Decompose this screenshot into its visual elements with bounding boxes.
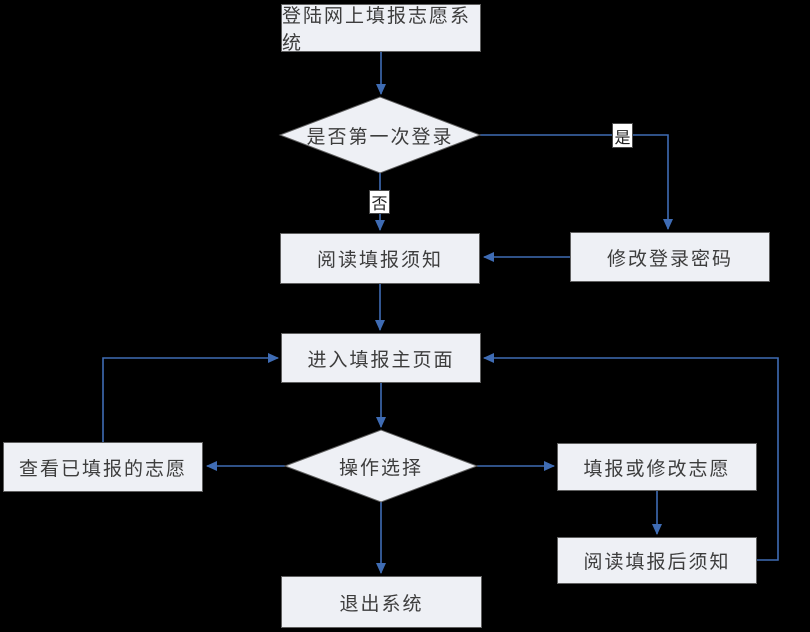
node-login-system: 登陆网上填报志愿系统 bbox=[281, 4, 481, 54]
node-change-password: 修改登录密码 bbox=[570, 232, 770, 282]
edge-label-yes-text: 是 bbox=[614, 127, 631, 147]
node-view-volunteers: 查看已填报的志愿 bbox=[3, 442, 203, 492]
node-change-password-label: 修改登录密码 bbox=[606, 247, 733, 270]
edge-read-after-to-main-page bbox=[483, 353, 779, 561]
node-read-instructions: 阅读填报须知 bbox=[280, 233, 480, 284]
node-main-page: 进入填报主页面 bbox=[281, 333, 481, 383]
node-view-volunteers-label: 查看已填报的志愿 bbox=[18, 457, 187, 480]
node-fill-modify-label: 填报或修改志愿 bbox=[583, 457, 731, 480]
edge-label-yes: 是 bbox=[612, 123, 633, 148]
edge-label-no-text: 否 bbox=[371, 194, 388, 213]
node-main-page-label: 进入填报主页面 bbox=[307, 348, 455, 371]
edge-label-no: 否 bbox=[369, 190, 390, 214]
node-read-instructions-label: 阅读填报须知 bbox=[316, 249, 443, 271]
node-exit-system: 退出系统 bbox=[281, 576, 482, 628]
edge-first-login-yes-to-change-password bbox=[480, 134, 673, 230]
operation-choice-diamond-shape bbox=[283, 429, 479, 503]
edge-view-volunteers-to-main-page bbox=[102, 353, 279, 442]
node-read-after: 阅读填报后须知 bbox=[557, 537, 757, 584]
node-login-system-label: 登陆网上填报志愿系统 bbox=[282, 5, 472, 54]
node-read-after-label: 阅读填报后须知 bbox=[583, 551, 731, 573]
first-login-diamond-shape bbox=[278, 96, 482, 174]
node-exit-system-label: 退出系统 bbox=[339, 592, 424, 615]
node-fill-modify: 填报或修改志愿 bbox=[557, 443, 757, 491]
